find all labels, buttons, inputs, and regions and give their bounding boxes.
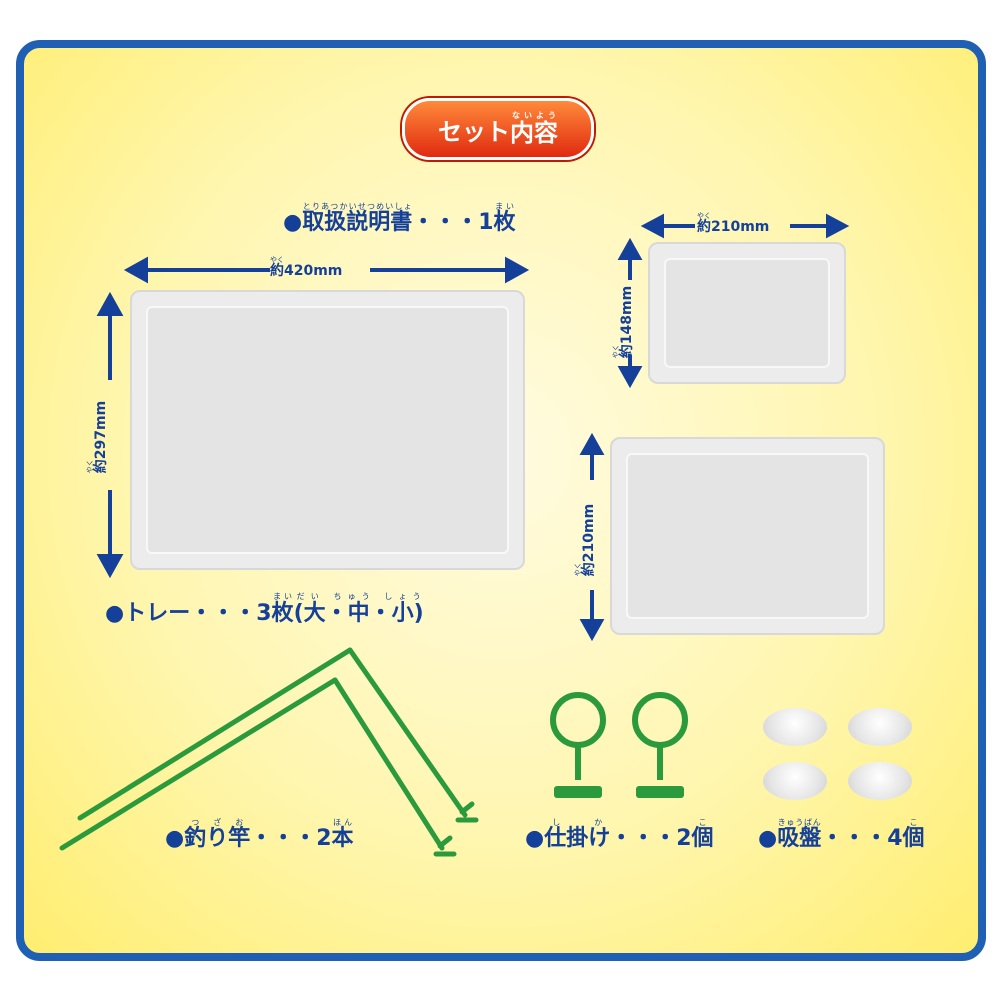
rod-label: ●釣り竿つざお・・・2本ほん [165,818,354,851]
large-height-label: 約やく297mm [86,400,110,474]
small-height-label: 約やく148mm [612,285,636,359]
tray-large [130,290,525,570]
sucker-label: ●吸盤きゅうばん・・・4個こ [758,818,925,851]
suction-cup [848,708,912,746]
fishing-rods [59,647,479,857]
hook-ring [550,692,606,748]
set-contents-badge: セット内容ないよう [402,98,594,160]
hook-ring [632,692,688,748]
badge-text: セット [438,117,510,146]
mid-height-label: 約やく210mm [574,503,598,577]
suction-cup [848,762,912,800]
tray-label: ●トレー・・・3枚まい(大・中・小)だい ちゅう しょう [105,592,424,626]
suction-cup [763,762,827,800]
tray-medium [610,437,885,635]
tray-small [648,242,846,384]
large-width-label: 約やく420mm [270,256,343,279]
suction-cup [763,708,827,746]
small-width-label: 約やく210mm [697,212,770,235]
badge-ruby: 内容ないよう [510,110,558,147]
hook-label: ●仕掛けしか・・・2個こ [525,818,714,851]
manual-label: ●取扱説明書とりあつかいせつめいしょ・・・1枚まい [283,202,516,235]
